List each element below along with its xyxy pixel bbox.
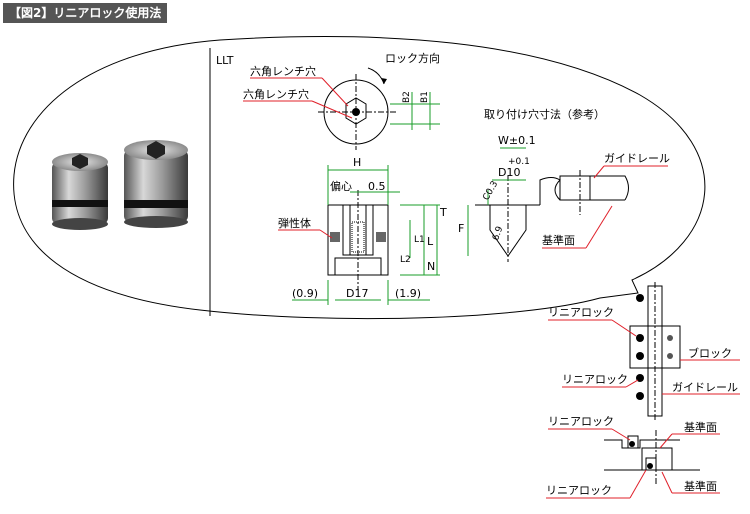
top-view [318, 67, 440, 150]
w-label: W±0.1 [498, 134, 536, 147]
usage-lock-label-4: リニアロック [546, 484, 612, 497]
usage-rail-diagram [629, 282, 681, 420]
mounting-hole-view [467, 147, 629, 262]
guide-rail-label-1: ガイドレール [604, 152, 670, 165]
usage-lock-label-1: リニアロック [548, 306, 614, 319]
hex-label-2: 六角レンチ穴 [243, 87, 309, 101]
l2-label: L2 [400, 255, 411, 265]
left-gap-label: (0.9) [292, 287, 318, 300]
usage-section-diagram [604, 430, 700, 486]
product-photo-small [52, 153, 108, 230]
d17-label: D17 [346, 287, 368, 300]
offset-label: 偏心 [330, 179, 352, 193]
usage-lock-label-3: リニアロック [548, 415, 614, 428]
f-label: F [458, 222, 464, 235]
l-label: L [427, 235, 434, 248]
usage-ref-label-2: 基準面 [684, 479, 717, 493]
b1-label: B1 [420, 91, 430, 103]
angle-label: 6.9 [491, 225, 505, 242]
usage-rail-label: ガイドレール [672, 381, 738, 394]
c-label: C0.3 [481, 180, 500, 203]
b2-label: B2 [402, 91, 412, 103]
usage-block-label: ブロック [688, 346, 732, 360]
figure-title: 【図2】リニアロック使用法 [3, 3, 168, 23]
n-label: N [427, 260, 435, 273]
side-view [292, 165, 440, 305]
product-photo-large [124, 140, 188, 228]
ref-plane-label-1: 基準面 [542, 233, 575, 247]
h-label: H [353, 156, 361, 169]
model-label: LLT [216, 54, 234, 67]
plus-label: +0.1 [508, 157, 530, 167]
lock-direction-label: ロック方向 [385, 51, 440, 65]
hex-label-1: 六角レンチ穴 [250, 64, 316, 78]
mount-heading: 取り付け穴寸法（参考） [484, 107, 605, 121]
elastic-label: 弾性体 [278, 216, 311, 230]
offset-value: 0.5 [368, 180, 386, 193]
usage-ref-label-1: 基準面 [684, 420, 717, 434]
t-label: T [439, 206, 447, 219]
right-gap-label: (1.9) [395, 287, 421, 300]
d10-label: D10 [498, 166, 520, 179]
usage-lock-label-2: リニアロック [562, 373, 628, 386]
l1-label: L1 [414, 235, 425, 245]
callout-ellipse [13, 36, 706, 320]
